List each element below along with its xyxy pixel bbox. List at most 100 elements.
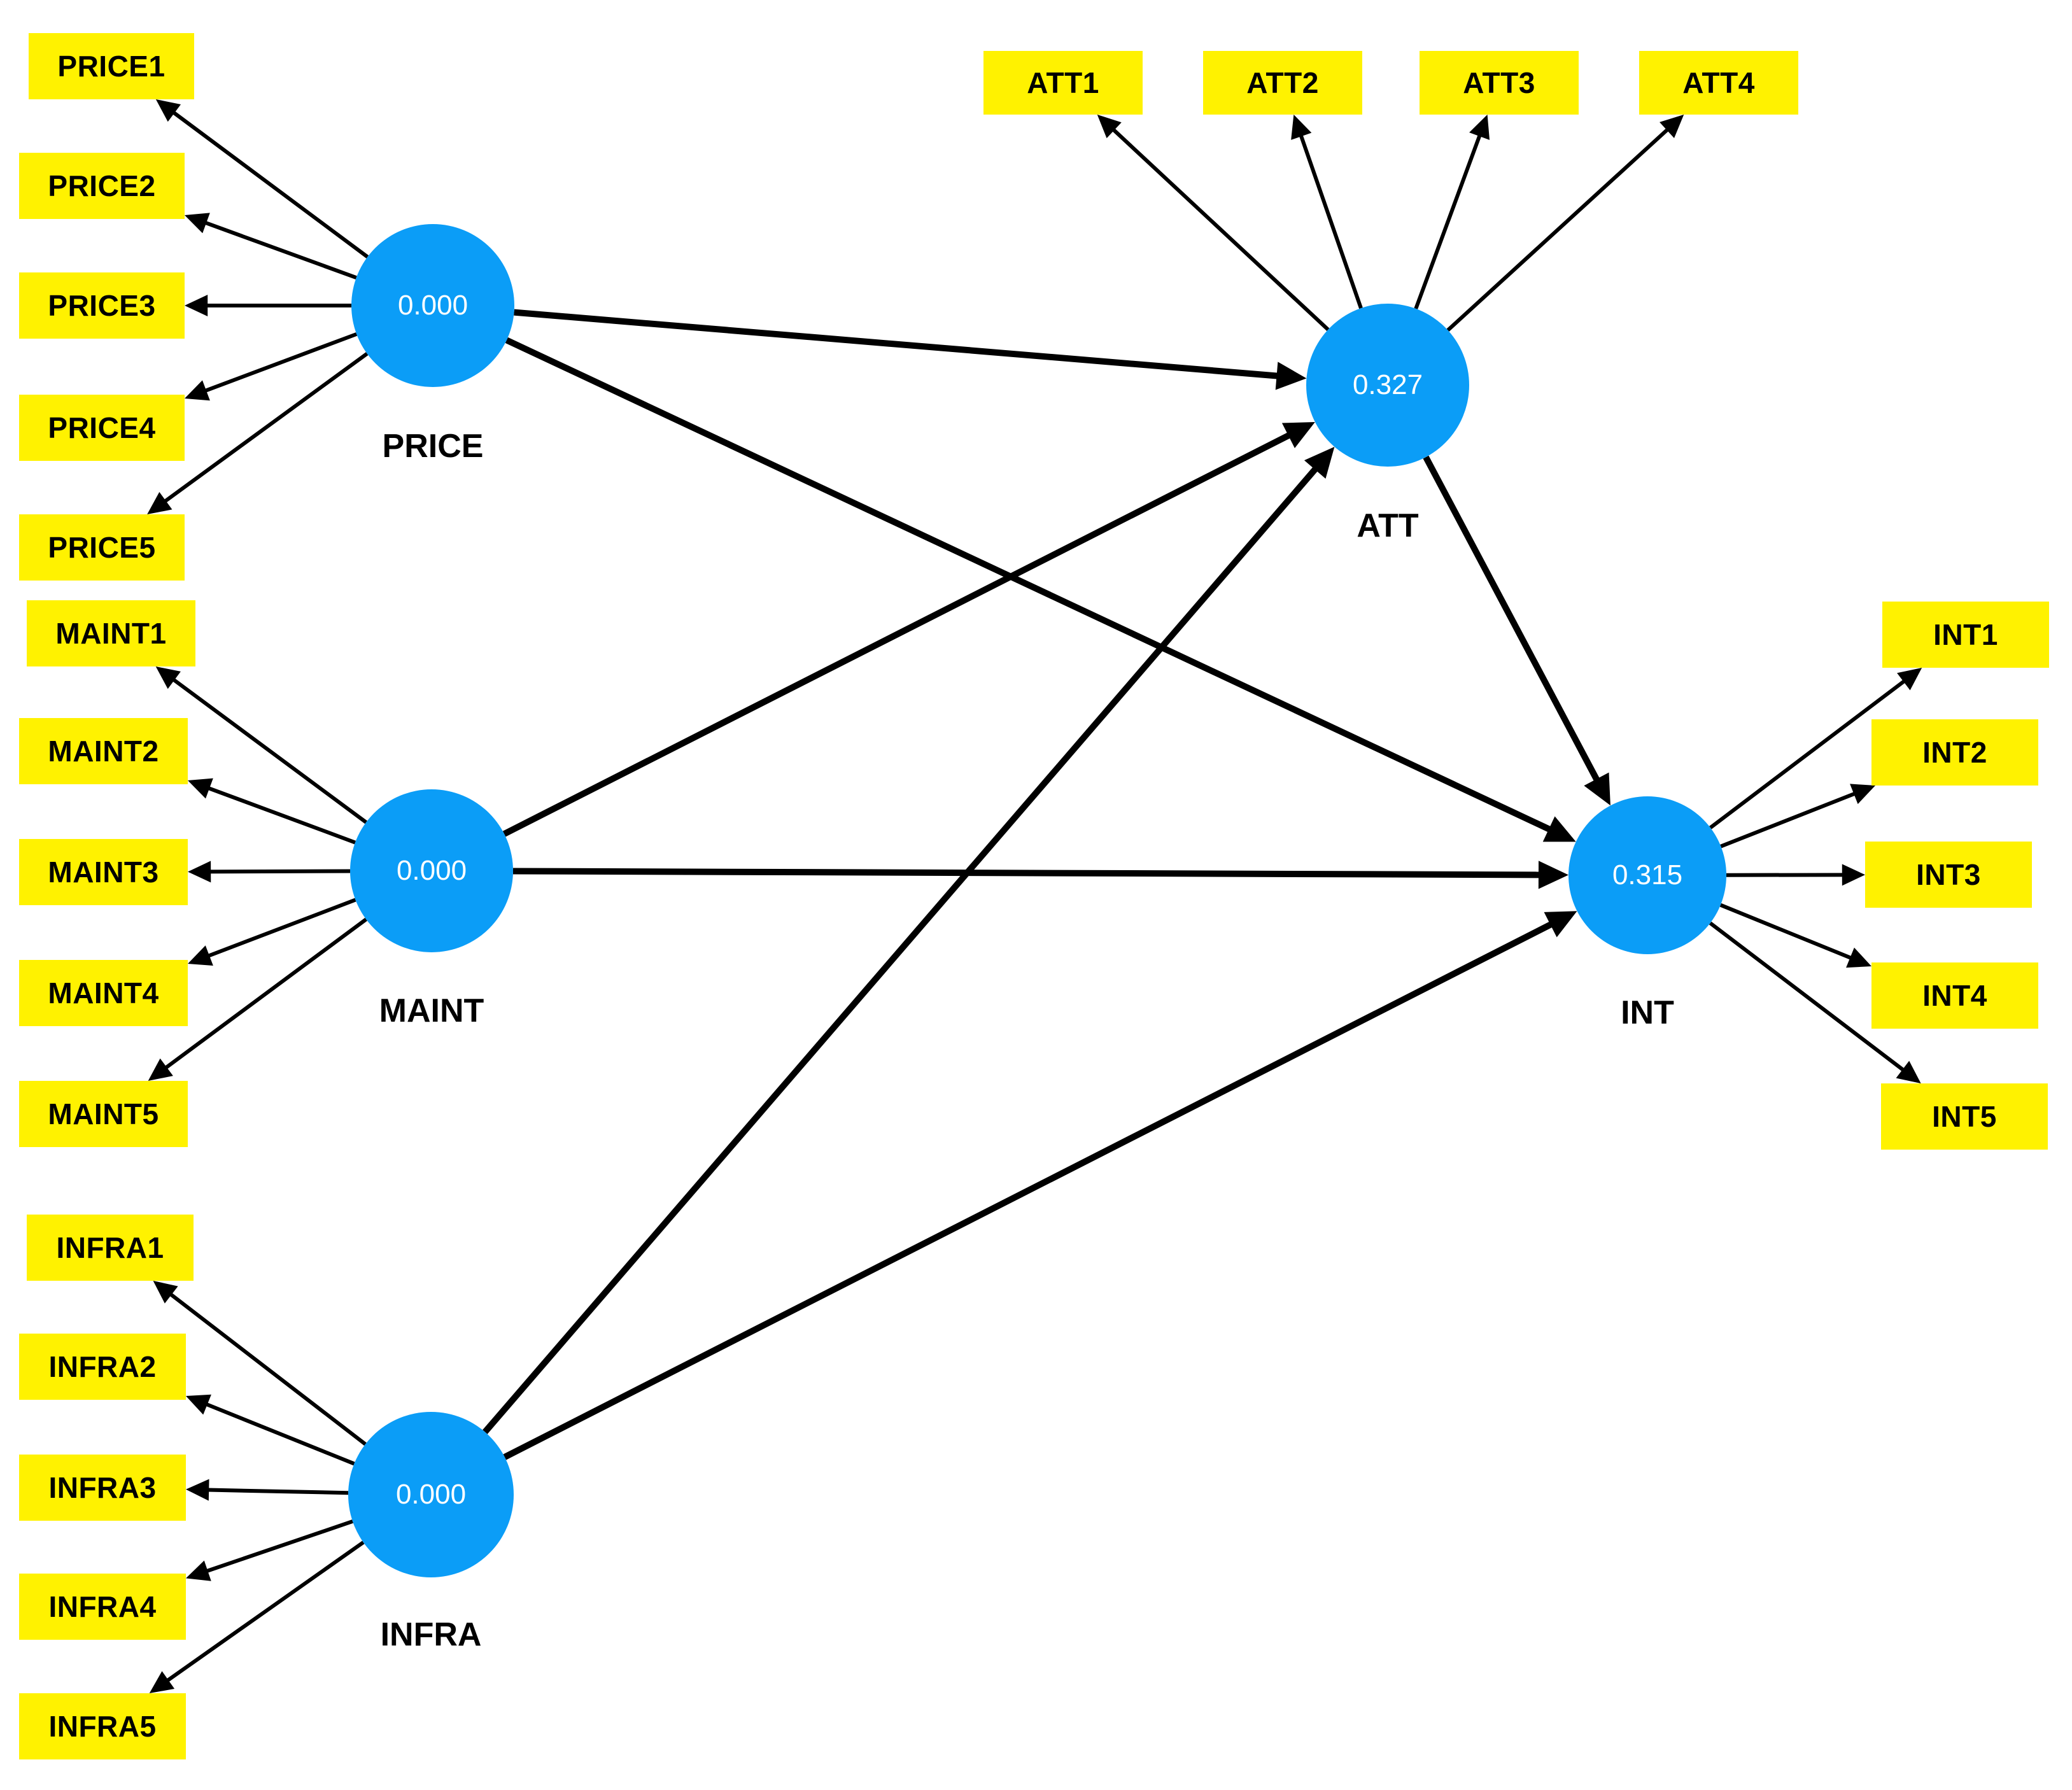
latent-circle-infra[interactable]: 0.000 (348, 1412, 514, 1577)
indicator-label: INT3 (1916, 858, 1981, 891)
latent-label-infra: INFRA (380, 1616, 482, 1653)
arrow-head (1544, 911, 1577, 938)
latent-r2-value: 0.315 (1612, 859, 1683, 891)
edge-line (169, 675, 367, 824)
latent-circle-maint[interactable]: 0.000 (350, 789, 513, 952)
edge-line (204, 785, 356, 845)
indicator-label: INT2 (1922, 736, 1987, 769)
indicator-box-int1[interactable]: INT1 (1882, 602, 2049, 668)
arrow-head (155, 99, 181, 122)
edge-line (512, 868, 1545, 878)
indicator-label: PRICE2 (48, 169, 156, 202)
arrow-head (1291, 115, 1312, 140)
indicator-box-infra4[interactable]: INFRA4 (19, 1574, 186, 1640)
indicator-label: MAINT4 (48, 976, 159, 1010)
indicator-label: ATT4 (1682, 66, 1755, 99)
indicator-box-int4[interactable]: INT4 (1871, 962, 2038, 1029)
indicator-label: INFRA1 (56, 1231, 164, 1264)
edge-line (1297, 131, 1363, 309)
edge-line (1709, 677, 1909, 829)
indicator-box-int2[interactable]: INT2 (1871, 719, 2038, 786)
edge-line (204, 1488, 349, 1495)
indicator-label: ATT2 (1246, 66, 1319, 99)
arrow-head (1542, 816, 1576, 842)
indicator-label: INT5 (1932, 1100, 1997, 1133)
arrow-head (1660, 115, 1684, 138)
edge-line (1423, 455, 1602, 786)
indicator-box-att4[interactable]: ATT4 (1639, 51, 1798, 115)
arrow-head (1584, 772, 1610, 806)
edge-line (503, 919, 1558, 1460)
indicator-box-maint3[interactable]: MAINT3 (19, 839, 188, 905)
indicator-label: ATT1 (1027, 66, 1099, 99)
arrow-head (147, 491, 173, 514)
edge-line (505, 337, 1556, 835)
indicator-box-maint2[interactable]: MAINT2 (19, 718, 188, 784)
edge-line (162, 917, 367, 1072)
arrow-head (188, 945, 213, 966)
arrow-head (186, 1479, 209, 1501)
latent-circle-int[interactable]: 0.315 (1568, 796, 1726, 954)
indicator-label: PRICE1 (57, 50, 166, 83)
latent-circle-att[interactable]: 0.327 (1306, 304, 1469, 467)
indicator-label: MAINT5 (48, 1097, 159, 1131)
edge-line (163, 1540, 365, 1684)
indicator-box-int3[interactable]: INT3 (1865, 842, 2032, 908)
latent-label-price: PRICE (382, 428, 484, 465)
indicator-box-price2[interactable]: PRICE2 (19, 153, 185, 219)
arrow-head (1469, 115, 1490, 140)
indicator-label: ATT3 (1463, 66, 1535, 99)
edge-line (166, 1290, 367, 1446)
indicator-label: MAINT3 (48, 856, 159, 889)
arrow-head (186, 1560, 211, 1581)
arrow-head (148, 1058, 173, 1081)
indicator-box-infra2[interactable]: INFRA2 (19, 1334, 186, 1400)
indicator-label: INFRA5 (48, 1710, 157, 1743)
latent-circle-price[interactable]: 0.000 (351, 224, 514, 387)
arrow-head (1842, 864, 1865, 886)
latent-label-int: INT (1621, 994, 1674, 1031)
arrow-head (1281, 421, 1315, 449)
latent-r2-value: 0.000 (396, 855, 467, 886)
indicator-label: INT4 (1922, 979, 1987, 1012)
arrow-head (1897, 668, 1922, 691)
indicator-box-att3[interactable]: ATT3 (1420, 51, 1579, 115)
edge-line (1720, 790, 1859, 849)
arrow-head (186, 1394, 211, 1415)
edge-line (502, 430, 1295, 837)
edge-line (483, 463, 1321, 1434)
indicator-box-att1[interactable]: ATT1 (983, 51, 1143, 115)
arrow-head (1304, 446, 1335, 479)
edge-line (201, 332, 358, 394)
indicator-box-maint1[interactable]: MAINT1 (27, 600, 195, 666)
indicator-box-price5[interactable]: PRICE5 (19, 514, 185, 581)
indicator-box-infra5[interactable]: INFRA5 (19, 1693, 186, 1759)
indicator-box-price1[interactable]: PRICE1 (29, 33, 194, 99)
indicator-box-maint4[interactable]: MAINT4 (19, 960, 188, 1026)
indicator-box-maint5[interactable]: MAINT5 (19, 1081, 188, 1147)
arrow-head (1538, 861, 1569, 889)
indicator-label: INFRA3 (48, 1471, 157, 1504)
arrow-head (1850, 784, 1875, 805)
indicator-label: INFRA4 (48, 1590, 157, 1623)
arrow-head (1846, 947, 1871, 968)
arrow-head (188, 861, 211, 883)
indicator-label: PRICE5 (48, 531, 156, 564)
edge-line (160, 352, 369, 505)
indicator-box-infra3[interactable]: INFRA3 (19, 1455, 186, 1521)
latent-r2-value: 0.000 (397, 290, 469, 321)
edge-line (204, 898, 356, 959)
indicator-box-int5[interactable]: INT5 (1881, 1083, 2048, 1150)
edge-line (1709, 921, 1908, 1074)
indicator-label: PRICE3 (48, 289, 156, 322)
indicator-box-price3[interactable]: PRICE3 (19, 272, 185, 339)
edge-line (169, 108, 369, 258)
indicator-box-price4[interactable]: PRICE4 (19, 395, 185, 461)
indicator-box-att2[interactable]: ATT2 (1203, 51, 1362, 115)
latent-r2-value: 0.000 (395, 1479, 467, 1510)
indicator-box-infra1[interactable]: INFRA1 (27, 1215, 194, 1281)
indicator-label: MAINT2 (48, 735, 159, 768)
latent-label-att: ATT (1357, 507, 1419, 544)
arrow-head (155, 666, 181, 689)
